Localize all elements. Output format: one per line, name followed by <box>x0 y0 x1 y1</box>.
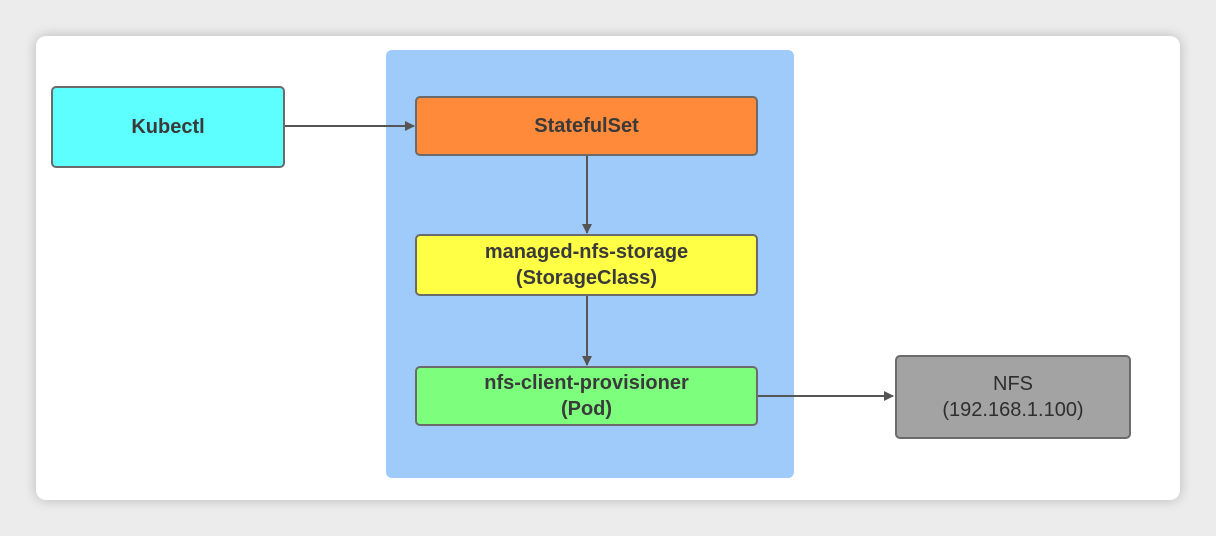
provisioner-kind: (Pod) <box>560 398 613 420</box>
statefulset-node[interactable]: StatefulSet <box>415 96 758 156</box>
storageclass-node[interactable]: managed-nfs-storage (StorageClass) <box>415 234 758 296</box>
kubectl-label: Kubectl <box>131 116 205 138</box>
nfs-name: NFS <box>993 373 1033 395</box>
kubectl-node[interactable]: Kubectl <box>51 86 285 168</box>
provisioner-name: nfs-client-provisioner <box>484 372 689 394</box>
statefulset-label: StatefulSet <box>534 115 639 137</box>
nfs-address: (192.168.1.100) <box>942 399 1084 421</box>
provisioner-node[interactable]: nfs-client-provisioner (Pod) <box>415 366 758 426</box>
storageclass-kind: (StorageClass) <box>515 267 658 289</box>
storageclass-name: managed-nfs-storage <box>484 241 689 263</box>
nfs-node[interactable]: NFS (192.168.1.100) <box>895 355 1131 439</box>
